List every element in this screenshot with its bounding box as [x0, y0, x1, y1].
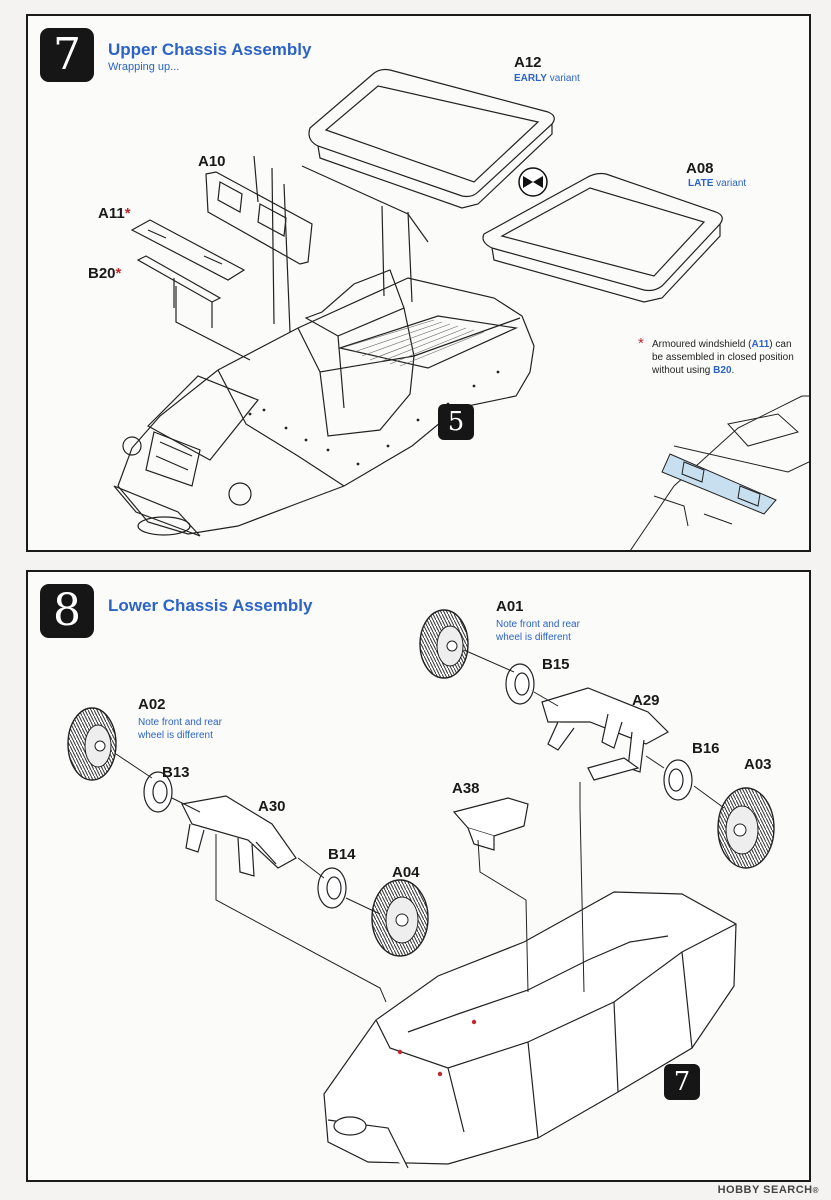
label-a04: A04	[392, 864, 420, 881]
lower-chassis-drawing	[67, 609, 775, 1169]
wheel-a03	[717, 787, 775, 869]
label-b13: B13	[162, 764, 190, 781]
label-a11: A11*	[98, 205, 131, 222]
label-a10: A10	[198, 153, 226, 170]
step-8-panel: 8 Lower Chassis Assembly	[26, 570, 811, 1182]
axle-a30	[181, 795, 297, 869]
wheel-a01	[419, 609, 469, 679]
step-7-panel: 7 Upper Chassis Assembly Wrapping up...	[26, 14, 811, 552]
b20-rod	[136, 255, 222, 303]
wheel-a04	[371, 879, 429, 957]
label-b20: B20*	[88, 265, 122, 282]
a10-panel	[205, 171, 313, 265]
label-a08: A08	[686, 160, 714, 177]
note-star: *	[638, 335, 644, 352]
step-title: Lower Chassis Assembly	[108, 596, 313, 615]
label-a01: A01	[496, 598, 524, 615]
step-number-badge: 7	[40, 28, 94, 82]
seat-a38	[452, 797, 529, 837]
ref-step-badge: 7	[664, 1064, 700, 1100]
label-a02: A02	[138, 696, 166, 713]
a12-frame	[308, 68, 555, 198]
inset-detail-view	[630, 395, 809, 550]
a11-windshield	[130, 219, 246, 281]
label-b16: B16	[692, 740, 720, 757]
variant-switch-icon	[518, 167, 548, 197]
a08-frame	[482, 172, 723, 292]
label-a38: A38	[452, 780, 480, 797]
watermark: HOBBY SEARCH®	[717, 1184, 819, 1196]
ref-step-badge: 5	[438, 404, 474, 440]
step-number-badge: 8	[40, 584, 94, 638]
label-b15: B15	[542, 656, 570, 673]
step-title: Upper Chassis Assembly	[108, 40, 312, 59]
label-a29: A29	[632, 692, 660, 709]
label-a30: A30	[258, 798, 286, 815]
label-b14: B14	[328, 846, 356, 863]
late-variant-note: LATE variant	[688, 178, 747, 189]
axle-a29	[541, 687, 669, 745]
step-subtitle: Wrapping up...	[108, 61, 180, 73]
inset-windshield-highlight	[661, 453, 777, 515]
upper-chassis-drawing	[113, 68, 809, 550]
label-a12: A12	[514, 54, 542, 71]
early-variant-note: EARLY variant	[514, 73, 580, 84]
windshield-note: * Armoured windshield (A11) can be assem…	[638, 335, 794, 376]
label-a03: A03	[744, 756, 772, 773]
wheel-a02	[67, 707, 117, 781]
